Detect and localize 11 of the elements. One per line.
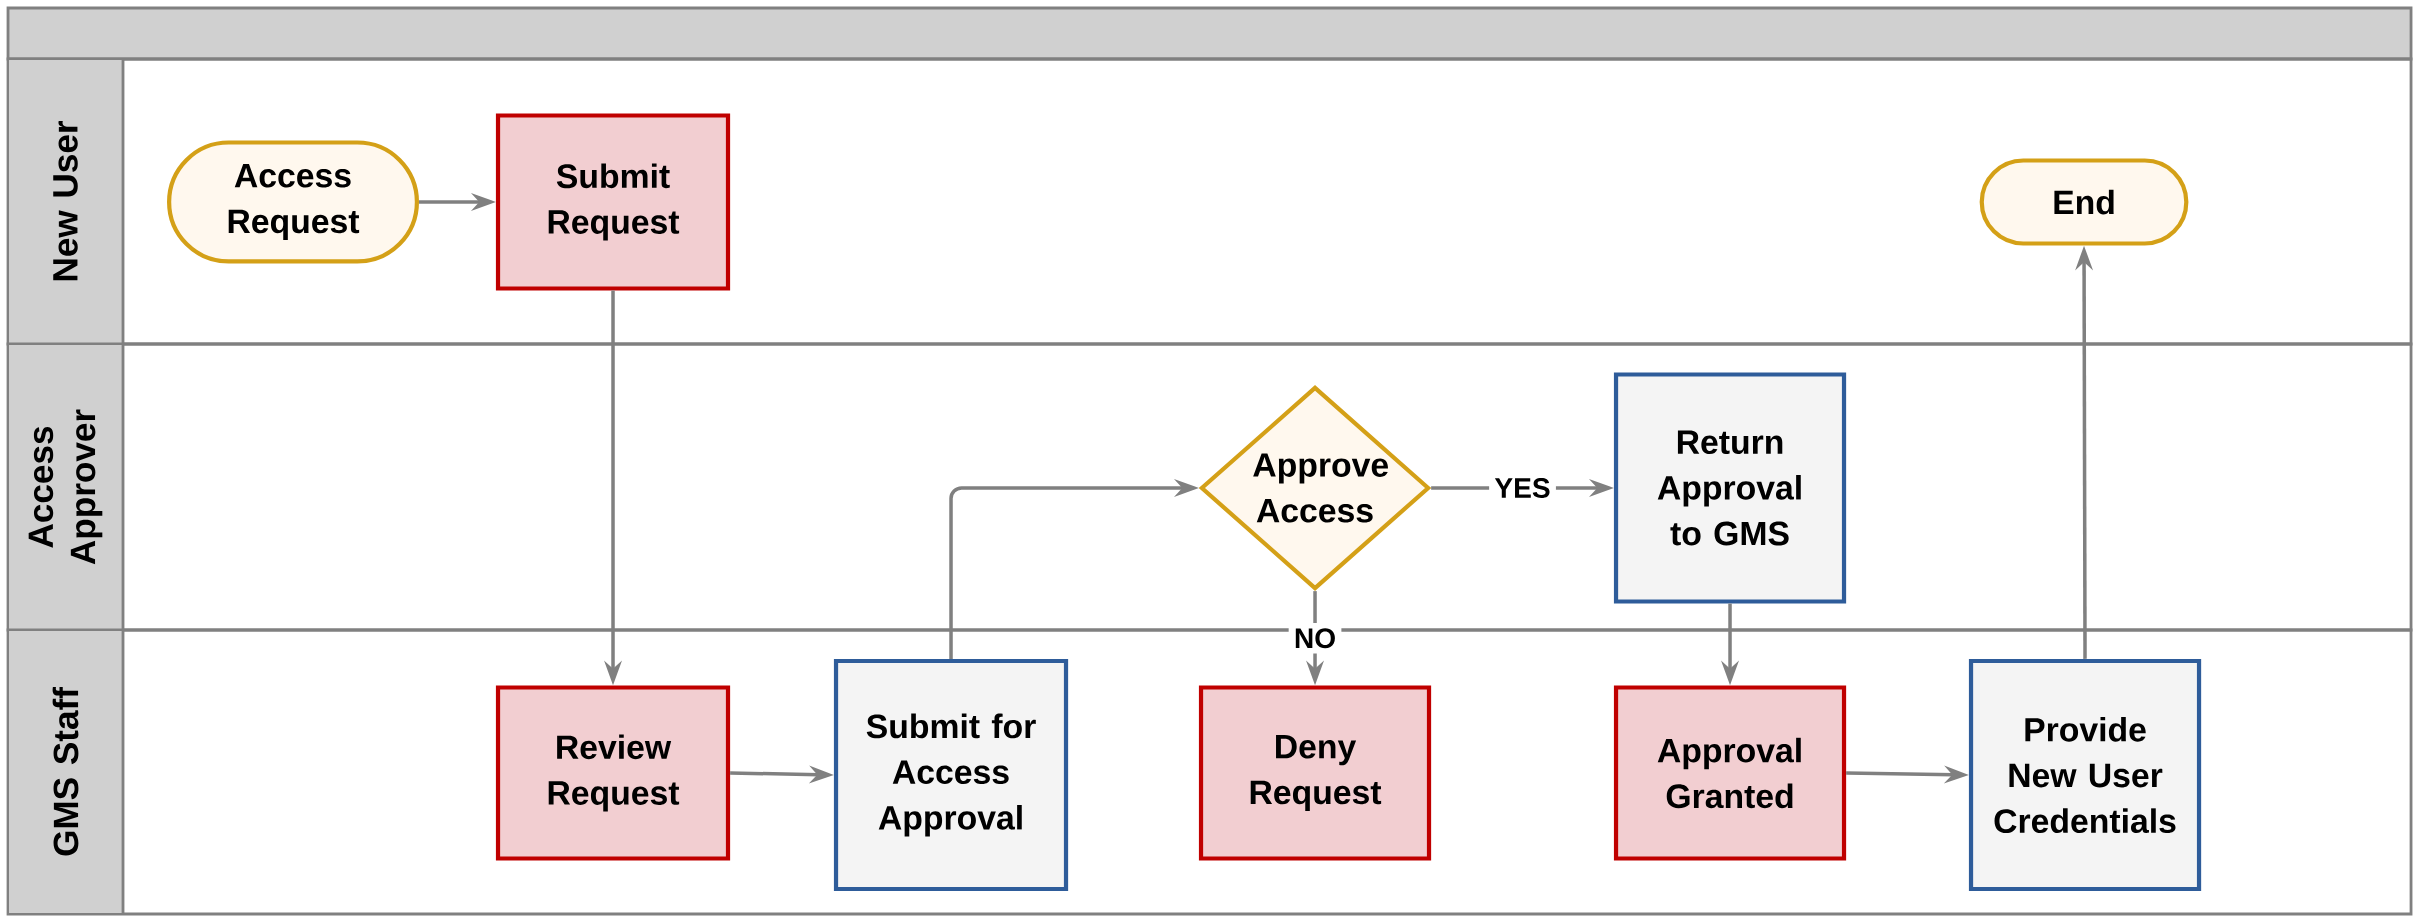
terminator: Access Request — [167, 140, 420, 264]
process-box: Approval Granted — [1613, 685, 1847, 861]
process-box: Submit Request — [495, 113, 731, 291]
process-box: Review Request — [495, 685, 731, 861]
edge-label: NO — [1288, 623, 1342, 654]
process-box: Provide New User Credentials — [1968, 658, 2202, 892]
process-box: Deny Request — [1198, 685, 1432, 861]
process-box: Return Approval to GMS — [1613, 372, 1847, 604]
terminator: End — [1979, 158, 2189, 246]
process-box: Submit for Access Approval — [833, 658, 1069, 892]
edge-label: YES — [1489, 472, 1556, 504]
